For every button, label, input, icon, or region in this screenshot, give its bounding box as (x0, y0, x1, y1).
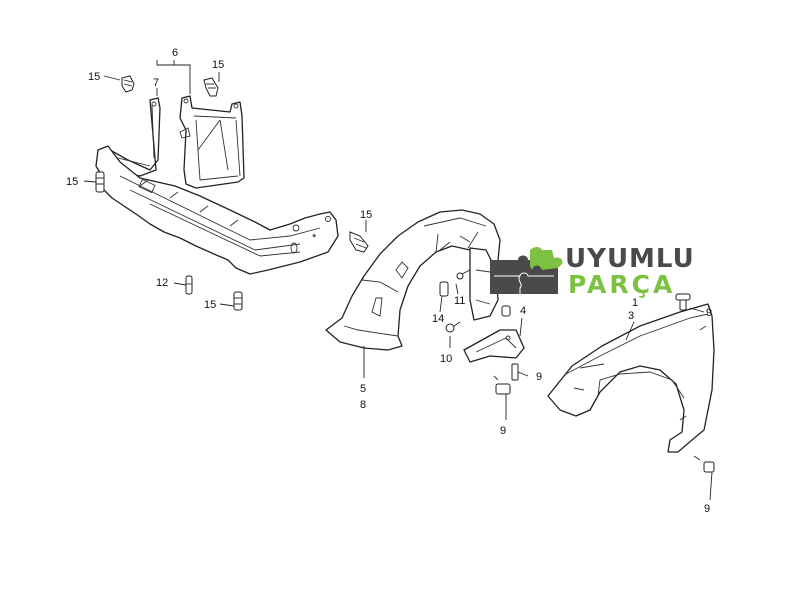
fastener-9-a[interactable] (675, 293, 691, 311)
callout-15: 15 (66, 176, 78, 188)
fastener-11-screw[interactable] (456, 269, 471, 280)
callout-7: 7 (153, 77, 159, 89)
logo-line-2: PARÇA (568, 270, 676, 299)
brand-logo: UYUMLU PARÇA (490, 246, 720, 298)
callout-9: 9 (500, 425, 506, 437)
callout-14: 14 (432, 313, 444, 325)
part-1-3-front-fender[interactable] (547, 303, 715, 453)
fastener-15-top-right[interactable] (203, 77, 219, 97)
callout-15: 15 (204, 299, 216, 311)
fastener-14-clip[interactable] (439, 281, 449, 297)
callout-8: 8 (360, 399, 366, 411)
callout-6: 6 (172, 47, 178, 59)
fastener-9-c[interactable] (493, 375, 511, 395)
asterisk-mark: * (312, 232, 317, 244)
callout-9: 9 (704, 503, 710, 515)
fastener-15-top-left[interactable] (121, 75, 135, 93)
callout-3: 3 (628, 310, 634, 322)
logo-line-1: UYUMLU (565, 244, 695, 274)
fastener-10-bolt[interactable] (445, 321, 461, 333)
callout-11: 11 (454, 295, 465, 307)
part-5-8-inner-fender-liner[interactable] (325, 209, 501, 351)
callout-10: 10 (440, 353, 452, 365)
callout-9: 9 (536, 371, 542, 383)
fastener-9-b[interactable] (511, 363, 519, 381)
callout-15: 15 (88, 71, 100, 83)
callout-4: 4 (520, 305, 526, 317)
part-4-bracket[interactable] (463, 329, 525, 363)
part-6-duct[interactable] (179, 95, 245, 189)
fastener-15-bottom[interactable] (233, 291, 243, 311)
fastener-12[interactable] (185, 275, 193, 295)
callout-15: 15 (360, 209, 372, 221)
fastener-nut[interactable] (501, 305, 511, 317)
callout-12: 12 (156, 277, 168, 289)
fastener-15-left[interactable] (95, 171, 105, 193)
callout-9: 9 (706, 307, 712, 319)
fastener-9-d[interactable] (693, 455, 715, 473)
undercover-panel[interactable] (95, 145, 339, 275)
fastener-15-mid[interactable] (349, 231, 369, 253)
callout-5: 5 (360, 383, 366, 395)
puzzle-icon (490, 247, 563, 294)
leader-lines (83, 60, 713, 501)
callout-15: 15 (212, 59, 224, 71)
callout-1: 1 (632, 297, 638, 309)
